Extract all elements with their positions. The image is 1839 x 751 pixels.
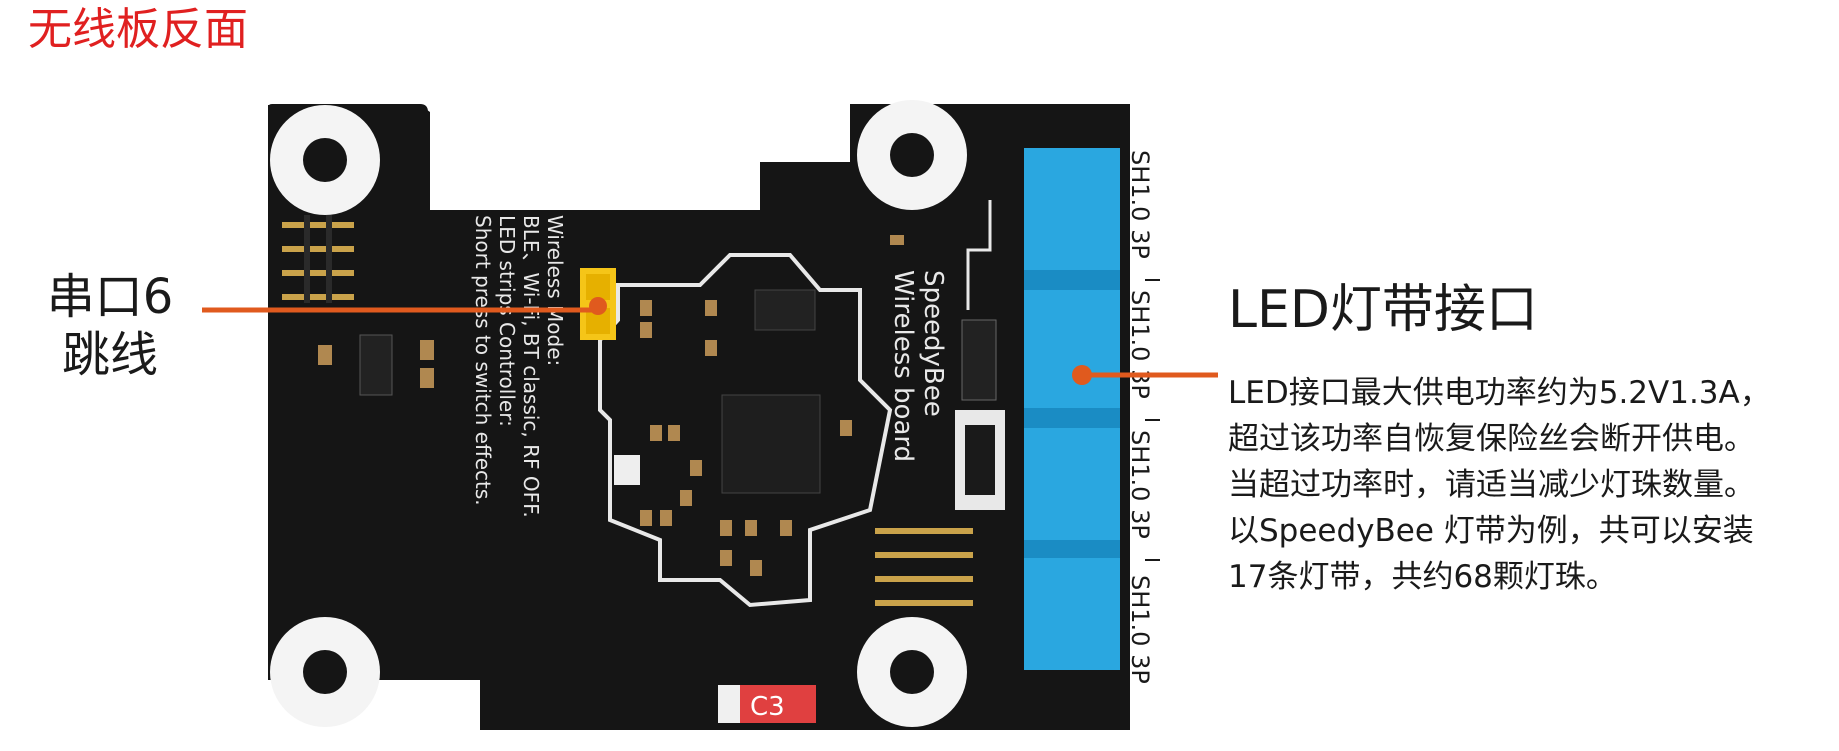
serial-jumper-label-line1: 串口6 (46, 269, 174, 325)
led-strip-description: LED接口最大供电功率约为5.2V1.3A， 超过该功率自恢复保险丝会断开供电。… (1228, 370, 1828, 600)
silk-brand-line2: Wireless board (888, 270, 918, 462)
component (614, 455, 640, 485)
connector-label-text: SH1.0 3P (1126, 575, 1154, 684)
silk-mode-line: Wireless Mode: (543, 215, 567, 366)
led-desc-line: 超过该功率自恢复保险丝会断开供电。 (1228, 421, 1755, 457)
main-chip (721, 394, 821, 494)
led-desc-line: LED接口最大供电功率约为5.2V1.3A， (1228, 375, 1771, 411)
components-left (318, 334, 434, 396)
pin-header-left (282, 215, 354, 303)
silk-mode-line: LED strips Controller: (495, 215, 519, 427)
connector-label-4: SH1.0 3P (1126, 575, 1154, 684)
connector-label-text: SH1.0 3P (1126, 430, 1154, 539)
pcb-board-main (268, 104, 1130, 730)
silk-mode-line: Short press to switch effects. (471, 215, 495, 506)
led-desc-line: 以SpeedyBee 灯带为例，共可以安装 (1228, 513, 1754, 549)
serial-jumper-callout: 串口6 跳线 (40, 268, 180, 384)
diode (961, 319, 997, 401)
connector-label-2: SH1.0 3P (1126, 290, 1154, 399)
connector-label-text: SH1.0 3P (1126, 150, 1154, 259)
page-title: 无线板反面 (28, 4, 248, 55)
fuse-body (965, 425, 995, 495)
led-strip-connectors (1024, 148, 1120, 670)
connector-label-1: SH1.0 3P (1126, 150, 1154, 259)
connector-label-3: SH1.0 3P (1126, 430, 1154, 539)
leader-dot-left (589, 297, 607, 315)
component (754, 289, 816, 331)
silk-brand: SpeedyBee Wireless board (888, 270, 948, 462)
silk-mode-line: BLE、Wi-Fi, BT classic, RF OFF. (519, 215, 543, 518)
smd-components (640, 235, 904, 576)
mounting-holes (270, 100, 967, 727)
connector-label-text: SH1.0 3P (1126, 290, 1154, 399)
silk-trace (966, 200, 992, 310)
silk-brand-line1: SpeedyBee (918, 270, 948, 417)
led-desc-line: 17条灯带，共约68颗灯珠。 (1228, 559, 1617, 595)
silkscreen-outline (598, 253, 893, 608)
serial-jumper-label-line2: 跳线 (61, 327, 158, 383)
silk-mode: Wireless Mode: BLE、Wi-Fi, BT classic, RF… (471, 215, 567, 518)
connector-label-dividers (1145, 279, 1160, 561)
capacitor-label: C3 (750, 692, 785, 722)
led-desc-line: 当超过功率时，请适当减少灯珠数量。 (1228, 467, 1755, 503)
pin-header-right (875, 528, 973, 606)
led-strip-callout-title: LED灯带接口 (1228, 280, 1538, 340)
leader-dot-right (1072, 365, 1092, 385)
